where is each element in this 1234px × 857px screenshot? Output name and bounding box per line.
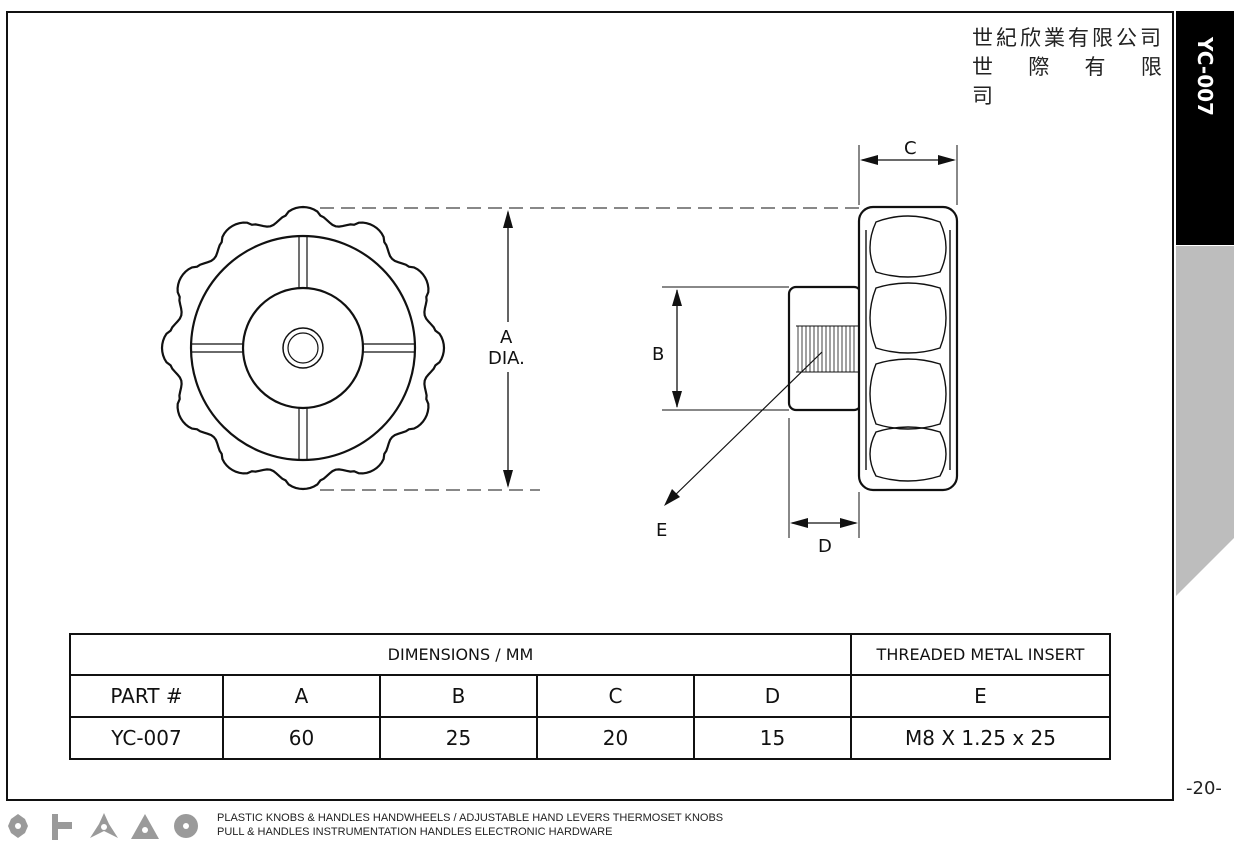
knob-icon [8,814,28,838]
lever-icon [52,814,72,840]
drawing-frame [6,11,1174,801]
column-header: C [536,674,695,718]
knob-front-bore-inner [287,332,319,364]
footer-line2: PULL & HANDLES INSTRUMENTATION HANDLES E… [217,826,613,838]
dimensions-group-header: DIMENSIONS / MM [69,633,852,676]
knob-side-lobes [865,215,951,482]
dim-d-arrow-right [840,518,858,528]
column-header: E [850,674,1111,718]
insert-group-header: THREADED METAL INSERT [850,633,1111,676]
triangle-knob-icon [131,814,159,839]
table-cell: 15 [693,716,852,760]
side-tab-label: YC-007 [1193,37,1217,116]
dim-a-dia-label: DIA. [488,348,525,369]
dim-a-extension-lines [320,207,860,491]
dim-b-arrow-bottom [672,391,682,408]
dim-a-arrow-bottom [503,470,513,488]
table-cell: M8 X 1.25 x 25 [850,716,1111,760]
knob-front-inner-ring [189,234,417,462]
table-row: YC-007 60 25 20 15 M8 X 1.25 x 25 [69,716,1111,760]
column-header: A [222,674,381,718]
footer-text: PLASTIC KNOBS & HANDLES HANDWHEELS / ADJ… [217,811,723,839]
table-cell: 25 [379,716,538,760]
table-cell: YC-007 [69,716,224,760]
dim-c-label: C [904,138,917,159]
dim-b-label: B [652,344,664,365]
knob-front-bore-outer [282,327,324,369]
column-header: PART # [69,674,224,718]
column-header: D [693,674,852,718]
side-grey-tab [1176,246,1234,596]
table-cell: 60 [222,716,381,760]
handwheel-icon [174,814,198,838]
dim-a-label: A [500,327,513,348]
knob-side-view [857,205,959,492]
page-number: -20- [1186,778,1222,799]
column-header: B [379,674,538,718]
footer-line1: PLASTIC KNOBS & HANDLES HANDWHEELS / ADJ… [217,812,724,824]
dim-a-arrow-top [503,210,513,228]
footer-icon-strip [8,813,198,840]
table-cell: 20 [536,716,695,760]
dim-d-arrow-left [790,518,808,528]
spec-table: DIMENSIONS / MM THREADED METAL INSERT PA… [69,633,1111,760]
three-arm-knob-icon [90,813,118,838]
table-header-row: PART # A B C D E [69,674,1111,718]
dim-d-label: D [818,536,832,557]
dim-b-arrow-top [672,289,682,306]
dim-c-arrow-left [860,155,878,165]
knob-front-outline [160,205,446,491]
leader-e-arrow [664,489,680,506]
dim-c-arrow-right [938,155,956,165]
dim-e-label: E [656,520,667,541]
knob-front-hub [241,286,365,410]
leader-e-line [667,351,823,503]
side-tab [1176,11,1234,245]
knob-front-spokes [191,236,415,460]
company-name-line1: 世紀欣業有限公司 [972,26,1164,50]
